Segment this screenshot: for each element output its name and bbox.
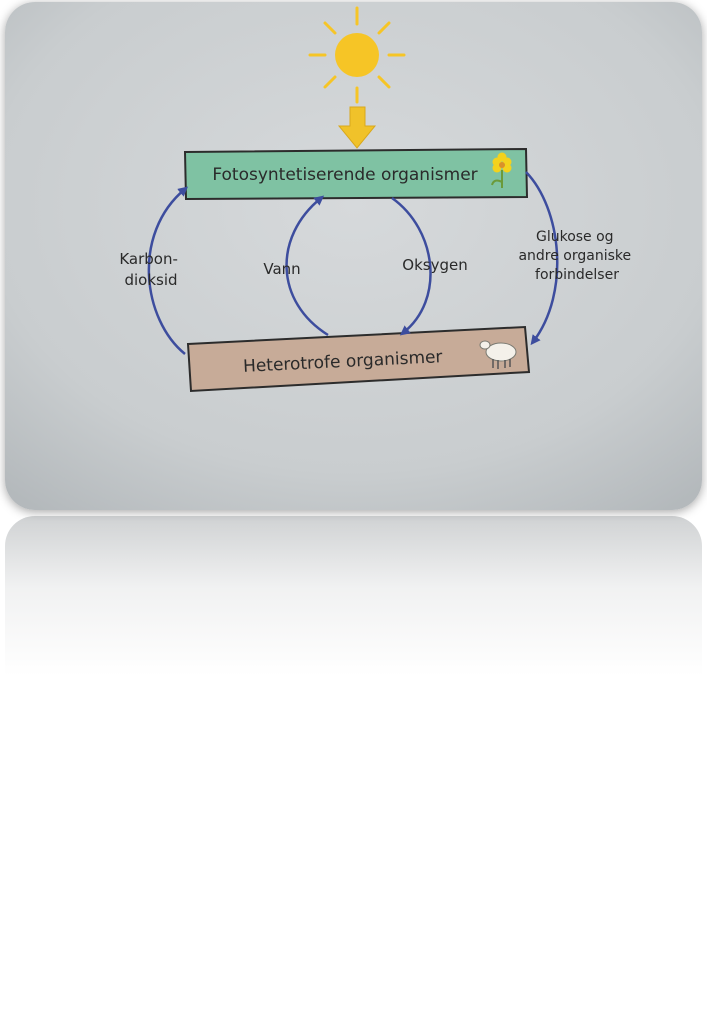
- sheep-icon: [479, 340, 517, 369]
- carbon-dioxide-arrow: [147, 186, 189, 355]
- sun-icon: [308, 6, 406, 104]
- top-box-label: Fotosyntetiserende organismer: [212, 165, 477, 185]
- water-label: Vann: [263, 260, 300, 278]
- top-box: Fotosyntetiserende organismer: [183, 147, 529, 201]
- glucose-label: Glukose og andre organiske forbindelser: [518, 229, 635, 283]
- bottom-box: Heterotrofe organismer: [186, 325, 531, 393]
- water-arrow: [285, 195, 329, 337]
- diagram-photo: Fotosyntetiserende organismer Heterotrof…: [5, 2, 702, 510]
- carbon-dioxide-label: Karbon- dioksid: [119, 250, 182, 289]
- sunlight-arrow: [337, 106, 377, 149]
- oxygen-arrow: [391, 196, 432, 336]
- flower-icon: [491, 152, 512, 188]
- paper-background: [5, 2, 702, 510]
- glucose-arrow: [525, 171, 559, 346]
- oxygen-label: Oksygen: [402, 256, 467, 274]
- photo-reflection: [5, 516, 702, 676]
